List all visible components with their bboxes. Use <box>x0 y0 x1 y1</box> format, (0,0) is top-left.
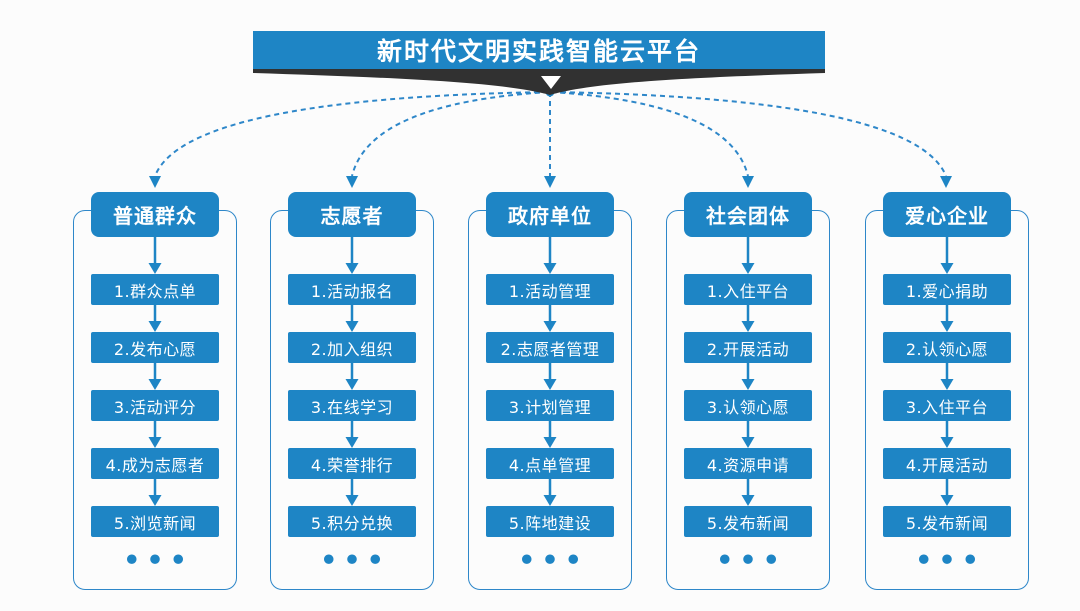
down-arrow-icon <box>543 479 557 506</box>
down-arrow-icon <box>940 305 954 332</box>
ellipsis-dots: ••• <box>915 545 985 576</box>
down-arrow-icon <box>940 421 954 448</box>
flow-step: 4.开展活动 <box>883 448 1011 479</box>
column-ordinary-public: 普通群众 1.群众点单 2.发布心愿 3.活动评分 4.成为志愿者 5.浏览新闻… <box>72 180 238 590</box>
ellipsis-dots: ••• <box>123 545 193 576</box>
ellipsis-dots: ••• <box>716 545 786 576</box>
flow-step: 3.入住平台 <box>883 390 1011 421</box>
flow-step: 5.阵地建设 <box>486 506 614 537</box>
flow-step: 1.群众点单 <box>91 274 219 305</box>
flow-step: 2.开展活动 <box>684 332 812 363</box>
flow-step: 2.认领心愿 <box>883 332 1011 363</box>
flow-step: 4.点单管理 <box>486 448 614 479</box>
column-header: 爱心企业 <box>883 192 1011 237</box>
flow-step: 5.浏览新闻 <box>91 506 219 537</box>
down-arrow-icon <box>345 479 359 506</box>
down-arrow-icon <box>345 421 359 448</box>
platform-title-banner: 新时代文明实践智能云平台 <box>253 31 825 69</box>
down-arrow-icon <box>940 479 954 506</box>
connector-arrowhead-icon <box>742 176 754 188</box>
down-arrow-icon <box>345 305 359 332</box>
flow-step: 1.爱心捐助 <box>883 274 1011 305</box>
page-title: 新时代文明实践智能云平台 <box>376 37 701 66</box>
flow-step: 2.加入组织 <box>288 332 416 363</box>
ellipsis-dots: ••• <box>320 545 390 576</box>
down-arrow-icon <box>940 363 954 390</box>
column-header: 志愿者 <box>288 192 416 237</box>
column-social-organizations: 社会团体 1.入住平台 2.开展活动 3.认领心愿 4.资源申请 5.发布新闻 … <box>665 180 831 590</box>
dashed-connector-2 <box>351 91 550 177</box>
dashed-connector-4 <box>550 91 749 177</box>
flow-step: 1.入住平台 <box>684 274 812 305</box>
flow-step: 3.活动评分 <box>91 390 219 421</box>
column-header: 社会团体 <box>684 192 812 237</box>
down-arrow-icon <box>148 479 162 506</box>
dashed-connector-1 <box>154 91 549 177</box>
flow-step: 4.荣誉排行 <box>288 448 416 479</box>
down-arrow-icon <box>543 421 557 448</box>
down-arrow-icon <box>541 76 561 89</box>
down-arrow-icon <box>543 305 557 332</box>
flow-step: 3.计划管理 <box>486 390 614 421</box>
down-arrow-icon <box>148 237 162 274</box>
connector-arrowhead-icon <box>544 176 556 188</box>
connector-lines <box>149 87 952 188</box>
column-header: 政府单位 <box>486 192 614 237</box>
column-caring-enterprises: 爱心企业 1.爱心捐助 2.认领心愿 3.入住平台 4.开展活动 5.发布新闻 … <box>864 180 1030 590</box>
column-government-units: 政府单位 1.活动管理 2.志愿者管理 3.计划管理 4.点单管理 5.阵地建设… <box>467 180 633 590</box>
connector-arrowhead-icon <box>940 176 952 188</box>
down-arrow-icon <box>741 237 755 274</box>
flow-step: 1.活动报名 <box>288 274 416 305</box>
connector-arrowhead-icon <box>149 176 161 188</box>
fold-ribbon-shape <box>253 69 825 95</box>
dashed-connector-5 <box>551 91 947 177</box>
flow-step: 5.发布新闻 <box>883 506 1011 537</box>
flow-step: 4.成为志愿者 <box>91 448 219 479</box>
flow-step: 5.积分兑换 <box>288 506 416 537</box>
flow-step: 2.志愿者管理 <box>486 332 614 363</box>
down-arrow-icon <box>543 237 557 274</box>
ellipsis-dots: ••• <box>518 545 588 576</box>
down-arrow-icon <box>345 237 359 274</box>
down-arrow-icon <box>543 363 557 390</box>
down-arrow-icon <box>741 479 755 506</box>
flow-step: 3.在线学习 <box>288 390 416 421</box>
banner-fold-ribbon <box>253 69 825 95</box>
flow-step: 5.发布新闻 <box>684 506 812 537</box>
down-arrow-icon <box>741 363 755 390</box>
flow-step: 2.发布心愿 <box>91 332 219 363</box>
down-arrow-icon <box>148 305 162 332</box>
column-volunteers: 志愿者 1.活动报名 2.加入组织 3.在线学习 4.荣誉排行 5.积分兑换 •… <box>269 180 435 590</box>
down-arrow-icon <box>148 363 162 390</box>
connector-arrowhead-icon <box>346 176 358 188</box>
down-arrow-icon <box>148 421 162 448</box>
flow-step: 1.活动管理 <box>486 274 614 305</box>
column-header: 普通群众 <box>91 192 219 237</box>
down-arrow-icon <box>940 237 954 274</box>
flow-step: 3.认领心愿 <box>684 390 812 421</box>
down-arrow-icon <box>345 363 359 390</box>
down-arrow-icon <box>741 305 755 332</box>
flow-step: 4.资源申请 <box>684 448 812 479</box>
down-arrow-icon <box>741 421 755 448</box>
